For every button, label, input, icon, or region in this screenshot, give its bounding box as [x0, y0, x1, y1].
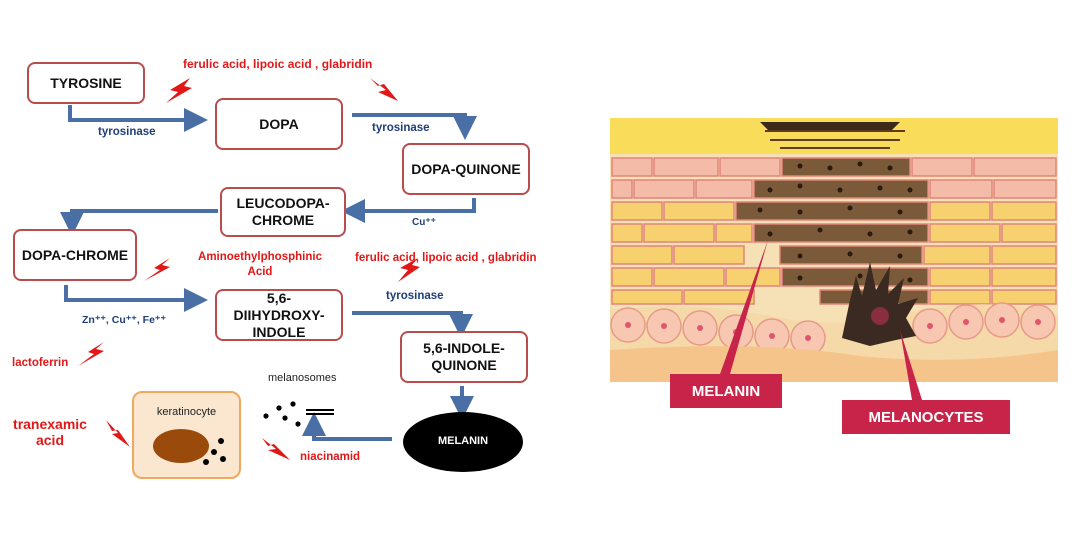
melanin-node-label: MELANIN	[437, 435, 489, 447]
tyrosinase-label-1: tyrosinase	[98, 126, 156, 138]
arrow-dhi-iq	[352, 311, 473, 338]
arrow-tyrosine-dopa	[68, 105, 208, 132]
inhibit-bolt-4	[144, 258, 170, 281]
inhibitor-tranexamic: tranexamic acid	[13, 416, 87, 448]
indolequinone-box: 5,6-INDOLE- QUINONE	[400, 331, 528, 383]
inhibit-bolt-6	[106, 420, 130, 447]
inhibitor-niacinamid: niacinamid	[300, 451, 361, 463]
dopa-box: DOPA	[215, 98, 343, 150]
arrow-dopachrome-dhi	[64, 285, 208, 312]
leucodopachrome-box: LEUCODOPA- CHROME	[220, 187, 346, 237]
tyrosine-box: TYROSINE	[27, 62, 145, 104]
dopa-quinone-box: DOPA-QUINONE	[402, 143, 530, 195]
inhibit-bolt-1	[166, 78, 192, 103]
inhibitor-lactoferrin: lactoferrin	[12, 357, 69, 369]
arrow-quinone-leuco	[341, 198, 476, 223]
arrow-dopa-quinone	[352, 113, 477, 140]
tyrosinase-label-3: tyrosinase	[386, 290, 444, 302]
inhibit-bolt-2	[370, 78, 398, 101]
inhibitor-aminoethyl: Aminoethylphosphinic Acid	[198, 251, 322, 278]
arrow-leuco-dopachrome	[60, 209, 218, 236]
inhibit-bolt-7	[262, 438, 290, 460]
dihydroxyindole-box: 5,6- DIIHYDROXY- INDOLE	[215, 289, 343, 341]
cu-label: Cu⁺⁺	[412, 217, 436, 228]
melanocyte-shape	[842, 262, 918, 346]
inhibitor-top: ferulic acid, lipoic acid , glabridin	[183, 57, 373, 71]
skin-illustration	[610, 118, 1058, 400]
melanin-callout: MELANIN	[670, 374, 782, 408]
arrow-melanin-melanosomes	[302, 412, 392, 441]
melanosomes-label: melanosomes	[268, 372, 337, 384]
keratinocyte-nucleus	[153, 429, 209, 463]
melanosome-dashes	[306, 409, 334, 415]
melanin-ellipse	[403, 412, 523, 472]
inhibit-bolt-3	[398, 258, 420, 282]
keratinocyte-label: keratinocyte	[156, 406, 217, 418]
tyrosinase-label-2: tyrosinase	[372, 122, 430, 134]
metals-label: Zn⁺⁺, Cu⁺⁺, Fe⁺⁺	[82, 314, 166, 326]
inhibitor-mid: ferulic acid, lipoic acid , glabridin	[355, 252, 537, 264]
melanocytes-callout: MELANOCYTES	[842, 400, 1010, 434]
inhibit-bolt-5	[78, 342, 104, 366]
dopachrome-box: DOPA-CHROME	[13, 229, 137, 281]
